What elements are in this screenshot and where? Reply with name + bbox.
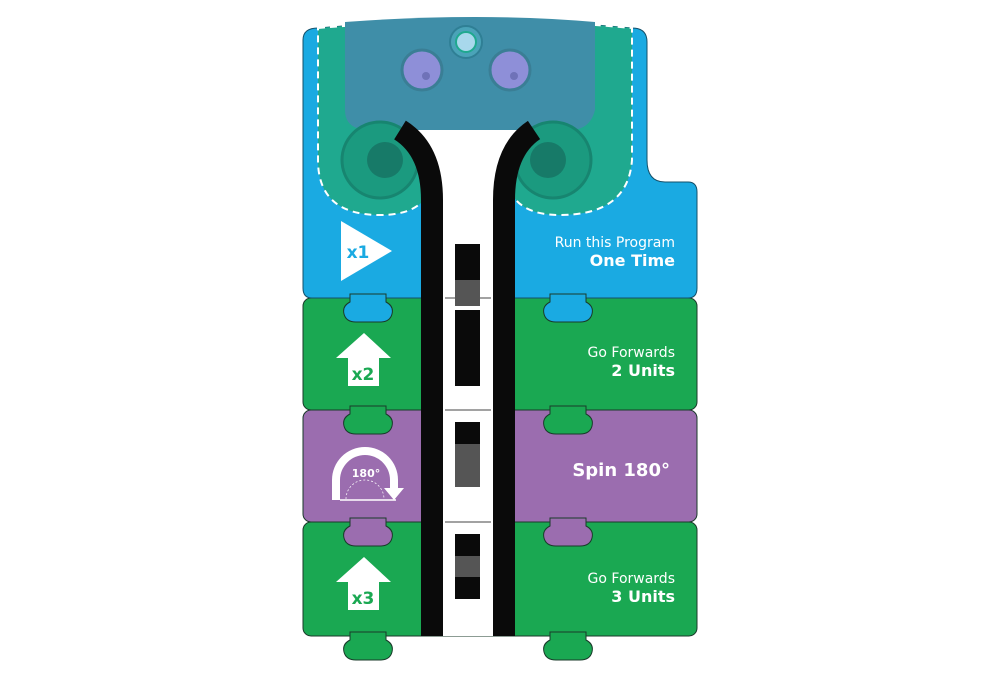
label-line2: One Time <box>590 251 675 270</box>
color-code <box>455 422 480 487</box>
code-segment-black <box>455 244 480 254</box>
label-line1: Go Forwards <box>588 345 675 361</box>
icon-text: x3 <box>352 589 375 609</box>
puzzle-tab <box>343 405 393 435</box>
code-segment-black <box>455 534 480 556</box>
code-segment-black <box>455 577 480 599</box>
icon-text: x2 <box>352 365 375 385</box>
code-segment-gray <box>455 444 480 465</box>
robot-illustration <box>317 17 633 217</box>
up-arrow-icon: x2 <box>336 333 391 386</box>
spin-arrow-icon: 180° <box>332 447 404 501</box>
icon-text: x1 <box>347 243 370 263</box>
puzzle-tab <box>343 293 393 323</box>
color-code <box>455 310 480 386</box>
icon-text: 180° <box>352 467 380 480</box>
up-arrow-icon: x3 <box>336 557 391 610</box>
code-segment-black <box>455 254 480 280</box>
code-segment-black <box>455 310 480 348</box>
label-line2: 2 Units <box>611 361 675 380</box>
color-code <box>455 244 480 306</box>
puzzle-tab <box>343 517 393 547</box>
label-line1: Spin 180° <box>572 460 670 481</box>
piece-label: Spin 180° <box>572 460 670 481</box>
code-segment-gray <box>455 280 480 306</box>
label-line1: Run this Program <box>555 235 675 251</box>
label-line2: 3 Units <box>611 587 675 606</box>
color-code <box>455 534 480 599</box>
code-segment-black <box>455 422 480 444</box>
puzzle-tab <box>543 631 593 661</box>
code-segment-gray <box>455 465 480 487</box>
play-triangle-icon: x1 <box>341 221 392 281</box>
code-segment-gray <box>455 556 480 577</box>
label-line1: Go Forwards <box>588 571 675 587</box>
puzzle-tab <box>543 293 593 323</box>
puzzle-tab <box>343 631 393 661</box>
code-segment-black <box>455 348 480 386</box>
puzzle-tab <box>543 517 593 547</box>
puzzle-tab <box>543 405 593 435</box>
